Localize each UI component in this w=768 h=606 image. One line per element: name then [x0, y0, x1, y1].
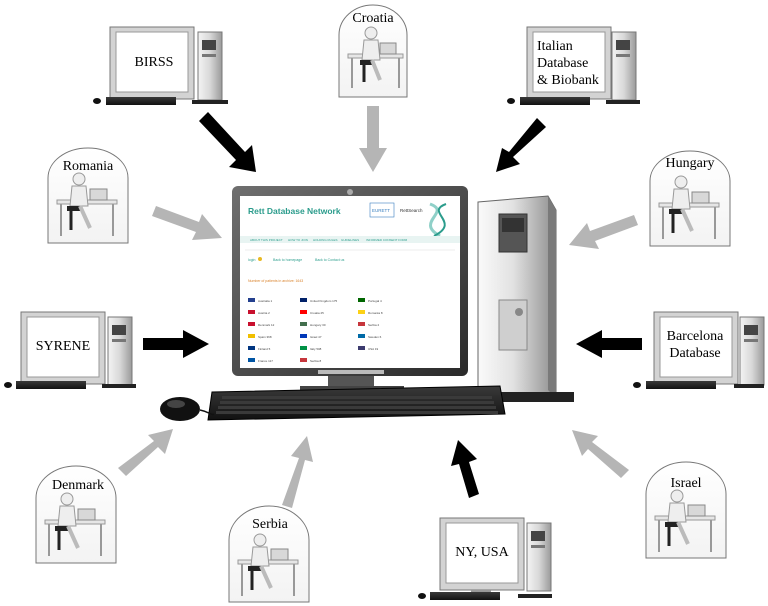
israel-dome [645, 461, 727, 559]
label-barcelona-1: Barcelona [667, 329, 725, 344]
denmark-dome [35, 465, 117, 564]
label-romania: Romania [63, 159, 114, 174]
label-syrene: SYRENE [36, 339, 90, 354]
country-entry: Sweden 6 [368, 335, 382, 339]
contact-link[interactable]: Back to Contact us [315, 258, 345, 262]
country-entry: Israel 47 [310, 335, 322, 339]
arrow-barcelona [576, 330, 642, 358]
login-link[interactable]: login [248, 258, 255, 262]
nav-guidelines[interactable]: GUIDELINES [341, 238, 359, 242]
croatia-dome [338, 4, 408, 98]
syrene-station [4, 311, 136, 389]
central-keyboard [207, 385, 506, 421]
arrow-israel [572, 430, 629, 478]
country-entry: Australia 1 [258, 299, 273, 303]
country-entry: Austria 2 [258, 311, 270, 315]
site-header: Rett Database Network EURETT RettSearch [240, 196, 460, 238]
label-nyusa: NY, USA [455, 545, 509, 560]
country-entry: USA 19 [368, 347, 379, 351]
nav-join[interactable]: HOW TO JOIN [288, 238, 308, 242]
country-entry: United Kingdom 175 [310, 299, 338, 303]
italian-station [507, 26, 640, 105]
label-denmark: Denmark [52, 478, 104, 493]
country-col-1: Australia 1 Austria 2 Denmark 12 Spain 3… [248, 298, 275, 363]
barcelona-station [633, 311, 765, 389]
country-entry: Hungary 30 [310, 323, 326, 327]
country-col-2: United Kingdom 175 Croatia 25 Hungary 30… [300, 298, 338, 363]
hp-logo-icon [347, 189, 353, 195]
arrow-syrene [143, 330, 209, 358]
nav-about[interactable]: ABOUT THIS PROJECT [250, 238, 283, 242]
country-entry: Italy 508 [310, 347, 322, 351]
label-italian-1: Italian [537, 39, 573, 54]
hungary-dome [649, 150, 731, 247]
country-entry: Romania 8 [368, 311, 383, 315]
country-col-3: Portugal 4 Romania 8 Serbia 2 Sweden 6 U… [358, 298, 383, 351]
country-entry: Croatia 25 [310, 311, 324, 315]
label-israel: Israel [670, 476, 701, 491]
arrow-hungary [569, 215, 638, 249]
arrow-croatia [359, 106, 387, 172]
label-birss: BIRSS [135, 55, 174, 70]
site-title: Rett Database Network [248, 206, 341, 216]
label-hungary: Hungary [666, 156, 715, 171]
birss-station [93, 26, 228, 105]
label-italian-3: & Biobank [537, 73, 599, 88]
country-entry: Portugal 4 [368, 299, 382, 303]
label-barcelona-2: Database [669, 346, 720, 361]
country-entry: Serbia 2 [368, 323, 380, 327]
logo-rettsearch: RettSearch [400, 208, 423, 213]
arrow-romania [152, 206, 222, 240]
site-nav: ABOUT THIS PROJECT HOW TO JOIN HOLDING R… [250, 238, 408, 242]
central-mouse [160, 397, 215, 421]
arrow-italian [496, 118, 546, 172]
country-entry: Spain 368 [258, 335, 272, 339]
homepage-link[interactable]: Back to homepage [273, 258, 302, 262]
arrow-birss [199, 112, 256, 172]
country-entry: France 117 [258, 359, 273, 363]
serbia-dome [228, 505, 310, 603]
label-croatia: Croatia [352, 11, 394, 26]
arrow-denmark [118, 429, 173, 476]
patients-count: Number of patients in archive: 1643 [248, 279, 303, 283]
country-entry: Denmark 12 [258, 323, 275, 327]
arrow-nyusa [451, 440, 479, 498]
label-italian-2: Database [537, 56, 588, 71]
nav-rules[interactable]: HOLDING RULES [313, 238, 338, 242]
country-list: Australia 1 Austria 2 Denmark 12 Spain 3… [248, 298, 383, 363]
arrow-serbia [282, 436, 313, 508]
romania-dome [47, 147, 129, 244]
country-entry: Serbia 8 [310, 359, 322, 363]
logo-eurett: EURETT [372, 208, 390, 213]
label-serbia: Serbia [252, 517, 289, 532]
nav-consent[interactable]: INFORMED CONSENT FORM [366, 238, 408, 242]
nyusa-station [418, 517, 552, 600]
central-tower [477, 195, 574, 402]
country-entry: Finland 5 [258, 347, 271, 351]
